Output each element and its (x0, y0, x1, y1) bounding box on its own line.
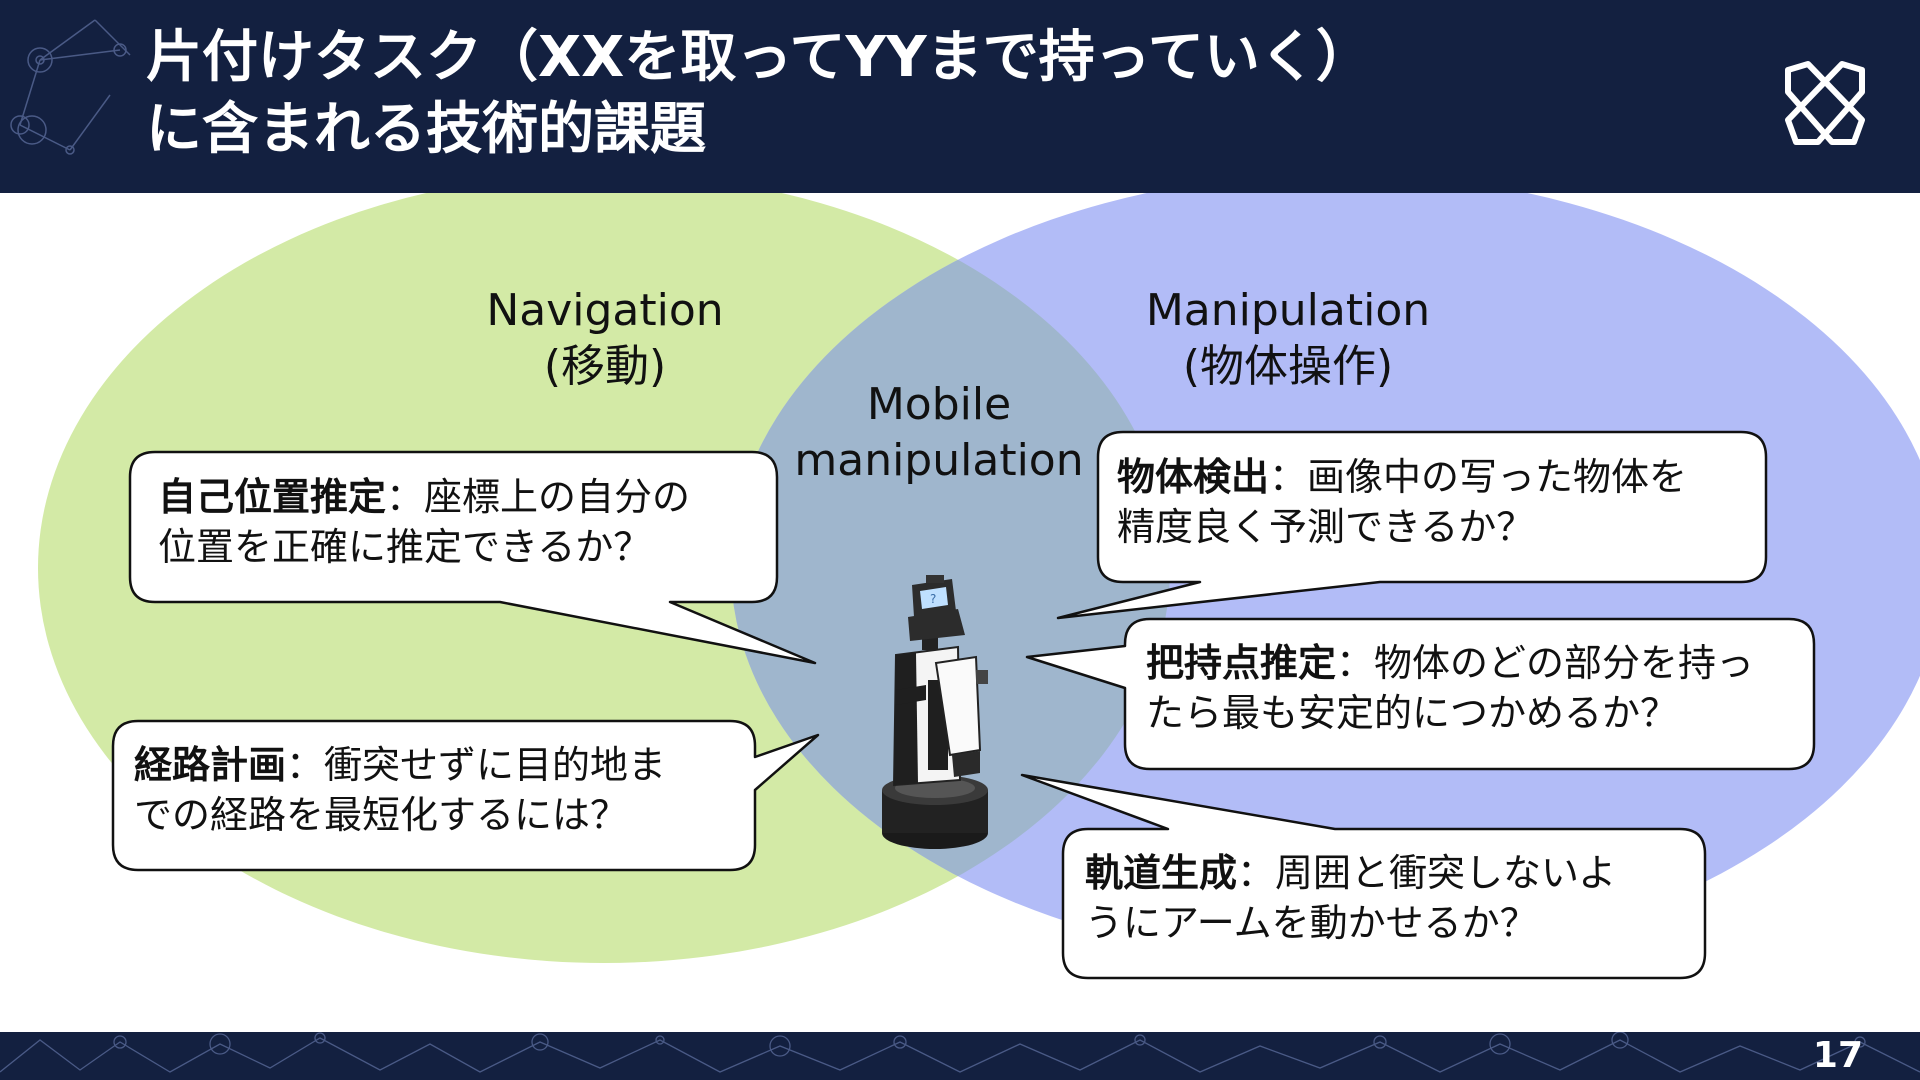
overlap-region (731, 193, 1170, 963)
self-localization-desc-2: 位置を正確に推定できるか？ (158, 525, 652, 569)
slide-footer: 17 (0, 1032, 1920, 1080)
trajectory-generation-bubble (1020, 773, 1707, 980)
path-planning-callout: 経路計画：衝突せずに目的地ま での経路を最短化するには？ (134, 740, 666, 840)
path-planning-desc-2: での経路を最短化するには？ (134, 793, 629, 837)
self-localization-term: 自己位置推定 (158, 475, 387, 519)
path-planning-bubble (111, 719, 820, 872)
grasp-estimation-bubble (1025, 617, 1816, 771)
self-localization-bubble (128, 450, 817, 665)
object-detection-desc-2: 精度良く予測できるか？ (1117, 505, 1535, 549)
svg-text:?: ? (930, 592, 936, 606)
page-number: 17 (1812, 1035, 1863, 1076)
object-detection-term: 物体検出 (1117, 455, 1270, 499)
object-detection-callout: 物体検出：画像中の写った物体を 精度良く予測できるか？ (1117, 452, 1687, 552)
network-pattern-decoration (0, 1032, 1920, 1073)
trajectory-generation-desc-1: ：周囲と衝突しないよ (1237, 851, 1617, 895)
slide-title: 片付けタスク（XXを取ってYYまで持っていく） に含まれる技術的課題 (146, 22, 1372, 166)
trajectory-generation-callout: 軌道生成：周囲と衝突しないよ うにアームを動かせるか？ (1085, 848, 1616, 948)
grasp-estimation-desc-1: ：物体のどの部分を持っ (1336, 641, 1755, 685)
crossed-tools-logo-icon (1785, 61, 1865, 145)
grasp-estimation-desc-2: たら最も安定的につかめるか？ (1146, 691, 1679, 735)
object-detection-desc-1: ：画像中の写った物体を (1269, 455, 1688, 499)
title-line-1: 片付けタスク（XXを取ってYYまで持っていく） (146, 25, 1372, 90)
slide-header: 片付けタスク（XXを取ってYYまで持っていく） に含まれる技術的課題 (0, 0, 1920, 193)
manipulation-label: Manipulation (物体操作) (1118, 283, 1458, 395)
manipulation-label-en: Manipulation (1145, 285, 1431, 336)
navigation-label: Navigation (移動) (455, 283, 755, 395)
self-localization-callout: 自己位置推定：座標上の自分の 位置を正確に推定できるか？ (158, 472, 690, 572)
path-planning-desc-1: ：衝突せずに目的地ま (286, 743, 667, 787)
self-localization-desc-1: ：座標上の自分の (386, 475, 691, 519)
grasp-estimation-term: 把持点推定 (1146, 641, 1337, 685)
network-pattern-decoration (10, 19, 131, 155)
trajectory-generation-desc-2: うにアームを動かせるか？ (1085, 901, 1538, 945)
mobile-manipulation-label-line2: manipulation (794, 435, 1084, 486)
manipulation-label-jp: (物体操作) (1182, 341, 1394, 392)
mobile-manipulation-label: Mobile manipulation (784, 377, 1094, 489)
path-planning-term: 経路計画 (134, 743, 287, 787)
object-detection-bubble (1056, 430, 1768, 620)
title-line-2: に含まれる技術的課題 (146, 97, 706, 162)
trajectory-generation-term: 軌道生成 (1085, 851, 1238, 895)
navigation-label-jp: (移動) (543, 341, 667, 392)
navigation-label-en: Navigation (486, 285, 724, 336)
grasp-estimation-callout: 把持点推定：物体のどの部分を持っ たら最も安定的につかめるか？ (1146, 638, 1754, 738)
mobile-manipulation-label-line1: Mobile (866, 379, 1012, 430)
mobile-manipulator-robot-icon: ? (882, 575, 988, 849)
